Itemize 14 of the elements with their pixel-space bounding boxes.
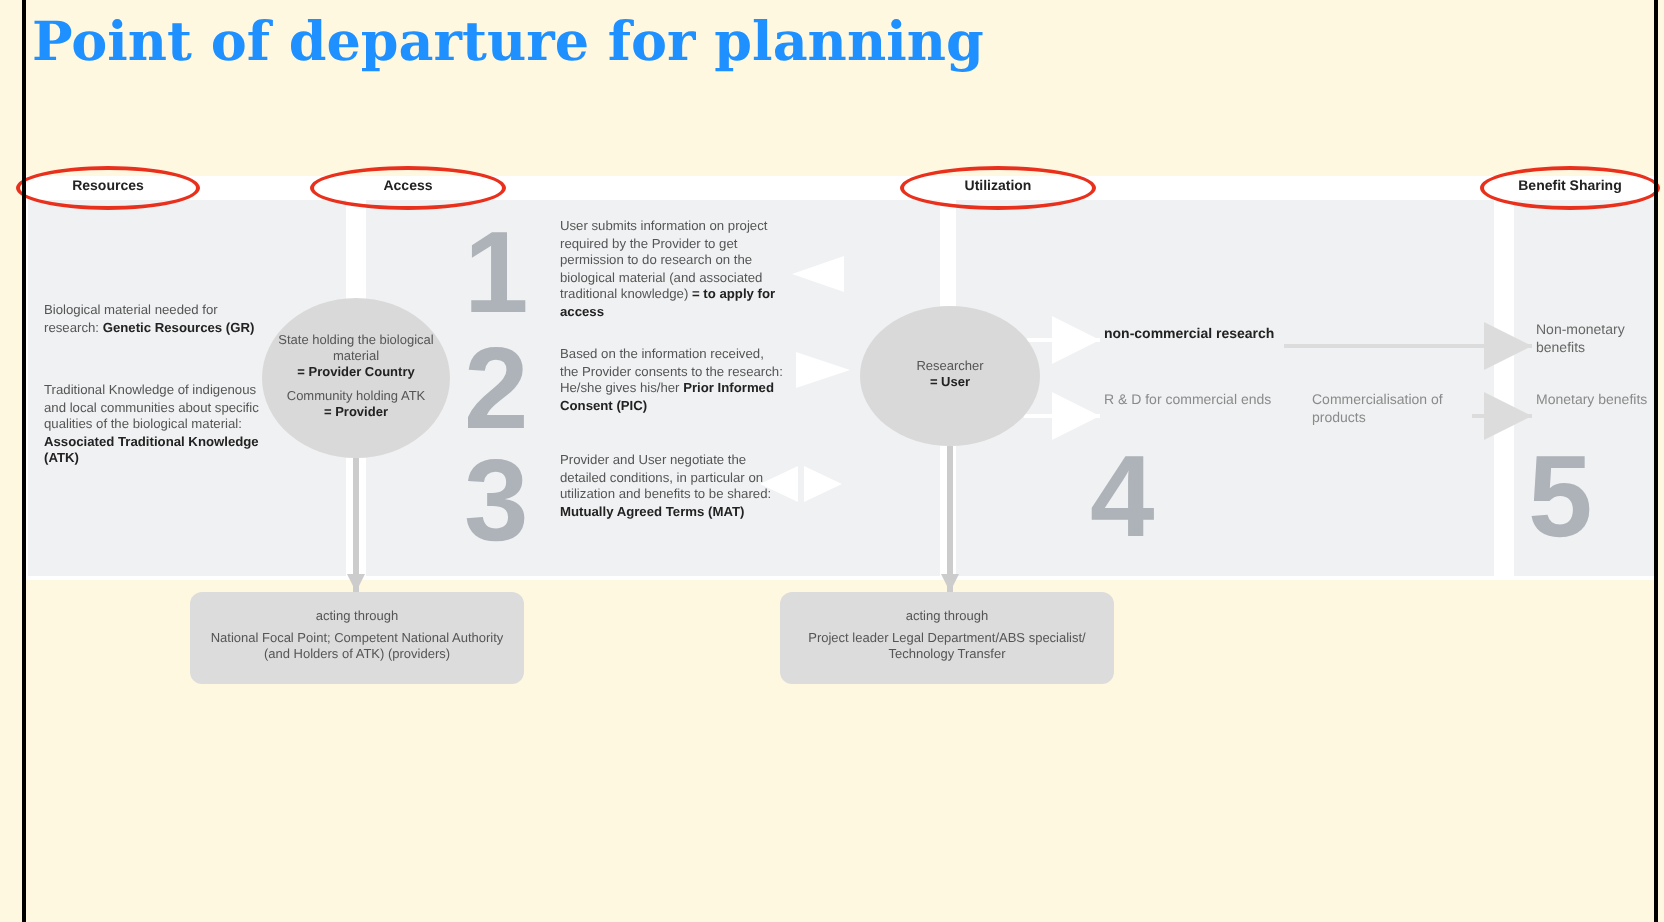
arrow [1027,316,1100,364]
page-title: Point of departure for planning [32,10,984,78]
actor-box [780,592,1114,684]
step-number: 3 [464,444,529,560]
step-number: 1 [464,216,529,332]
arrow [347,458,365,592]
arrow [1023,392,1100,440]
arrow [1284,322,1532,370]
step-number: 5 [1528,440,1593,556]
arrow [1472,392,1532,440]
step-number: 2 [464,332,529,448]
step-number: 4 [1090,440,1155,556]
arrow [941,446,959,592]
actor-box [190,592,524,684]
